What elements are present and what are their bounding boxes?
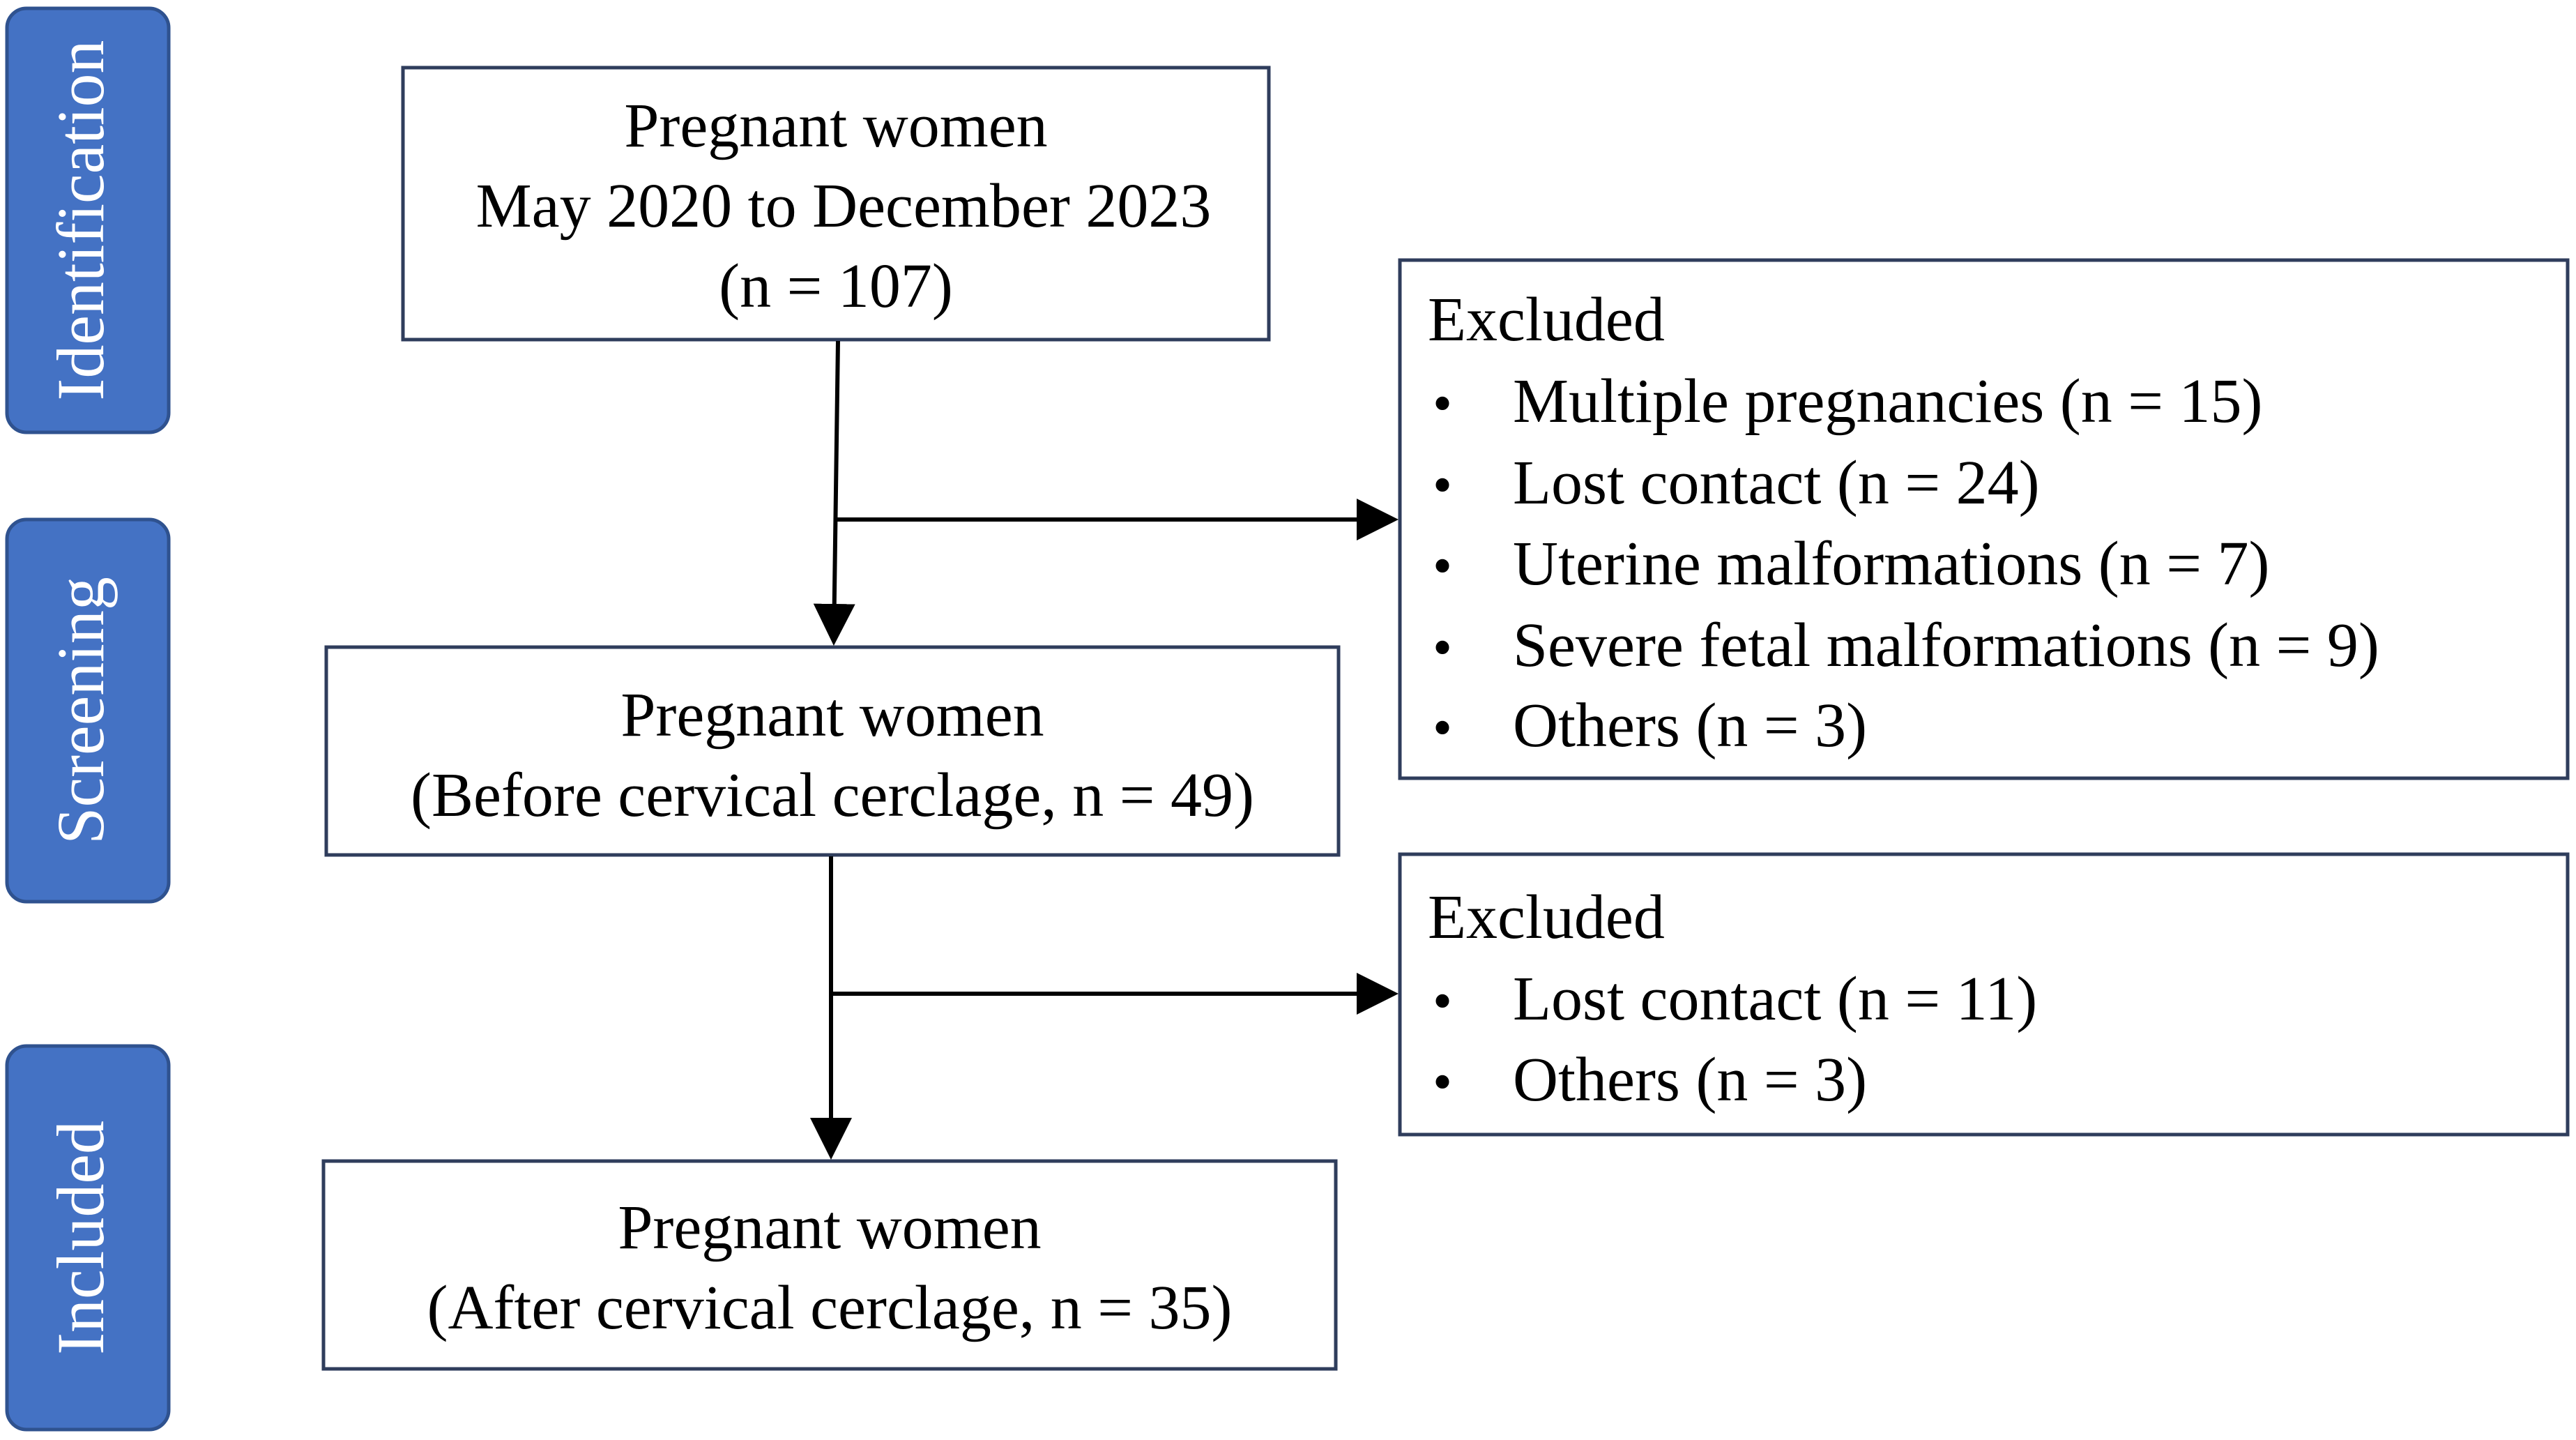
- box-excluded-second: Excluded • Lost contact (n = 11) • Other…: [1398, 852, 2570, 1137]
- excluded-first-bullet: •: [1433, 536, 1452, 597]
- excluded-first-item-3: Uterine malformations (n = 7): [1513, 529, 2269, 598]
- excluded-first-title: Excluded: [1428, 285, 1665, 354]
- excluded-second-item-1: Lost contact (n = 11): [1513, 964, 2037, 1033]
- stage-identification-label: Identification: [43, 40, 118, 400]
- connectors: [810, 340, 1398, 1160]
- stage-identification: Identification: [5, 6, 171, 434]
- excluded-first-item-4: Severe fetal malformations (n = 9): [1513, 611, 2379, 680]
- arrow-all-to-before: [813, 340, 855, 646]
- stage-included-label: Included: [43, 1121, 118, 1355]
- box-pregnant-after-line-2: (After cervical cerclage, n = 35): [427, 1273, 1232, 1342]
- stage-screening-label: Screening: [43, 577, 118, 844]
- excluded-first-bullet: •: [1433, 373, 1452, 434]
- excluded-second-item-2: Others (n = 3): [1513, 1045, 1867, 1114]
- box-pregnant-before-line-1: Pregnant women: [620, 681, 1044, 750]
- box-pregnant-all-line-1: Pregnant women: [624, 91, 1047, 160]
- excluded-first-item-1: Multiple pregnancies (n = 15): [1513, 367, 2262, 436]
- box-pregnant-before-line-2: (Before cervical cerclage, n = 49): [411, 761, 1254, 830]
- box-pregnant-after: Pregnant women (After cervical cerclage,…: [321, 1159, 1338, 1371]
- excluded-second-bullet: •: [1433, 1052, 1452, 1113]
- stage-included: Included: [5, 1044, 171, 1432]
- box-pregnant-after-line-1: Pregnant women: [618, 1193, 1041, 1262]
- excluded-first-bullet: •: [1433, 617, 1452, 679]
- box-pregnant-all: Pregnant women May 2020 to December 2023…: [401, 66, 1271, 342]
- stage-screening: Screening: [5, 517, 171, 904]
- box-pregnant-before: Pregnant women (Before cervical cerclage…: [324, 645, 1341, 857]
- box-pregnant-all-line-3: (n = 107): [719, 252, 953, 321]
- excluded-first-item-2: Lost contact (n = 24): [1513, 448, 2040, 517]
- excluded-second-title: Excluded: [1428, 883, 1665, 952]
- excluded-second-bullet: •: [1433, 971, 1452, 1032]
- box-excluded-first: Excluded • Multiple pregnancies (n = 15)…: [1398, 258, 2570, 780]
- excluded-first-bullet: •: [1433, 697, 1452, 759]
- box-pregnant-all-line-2: May 2020 to December 2023: [476, 172, 1212, 241]
- excluded-first-item-5: Others (n = 3): [1513, 691, 1867, 760]
- excluded-first-bullet: •: [1433, 455, 1452, 516]
